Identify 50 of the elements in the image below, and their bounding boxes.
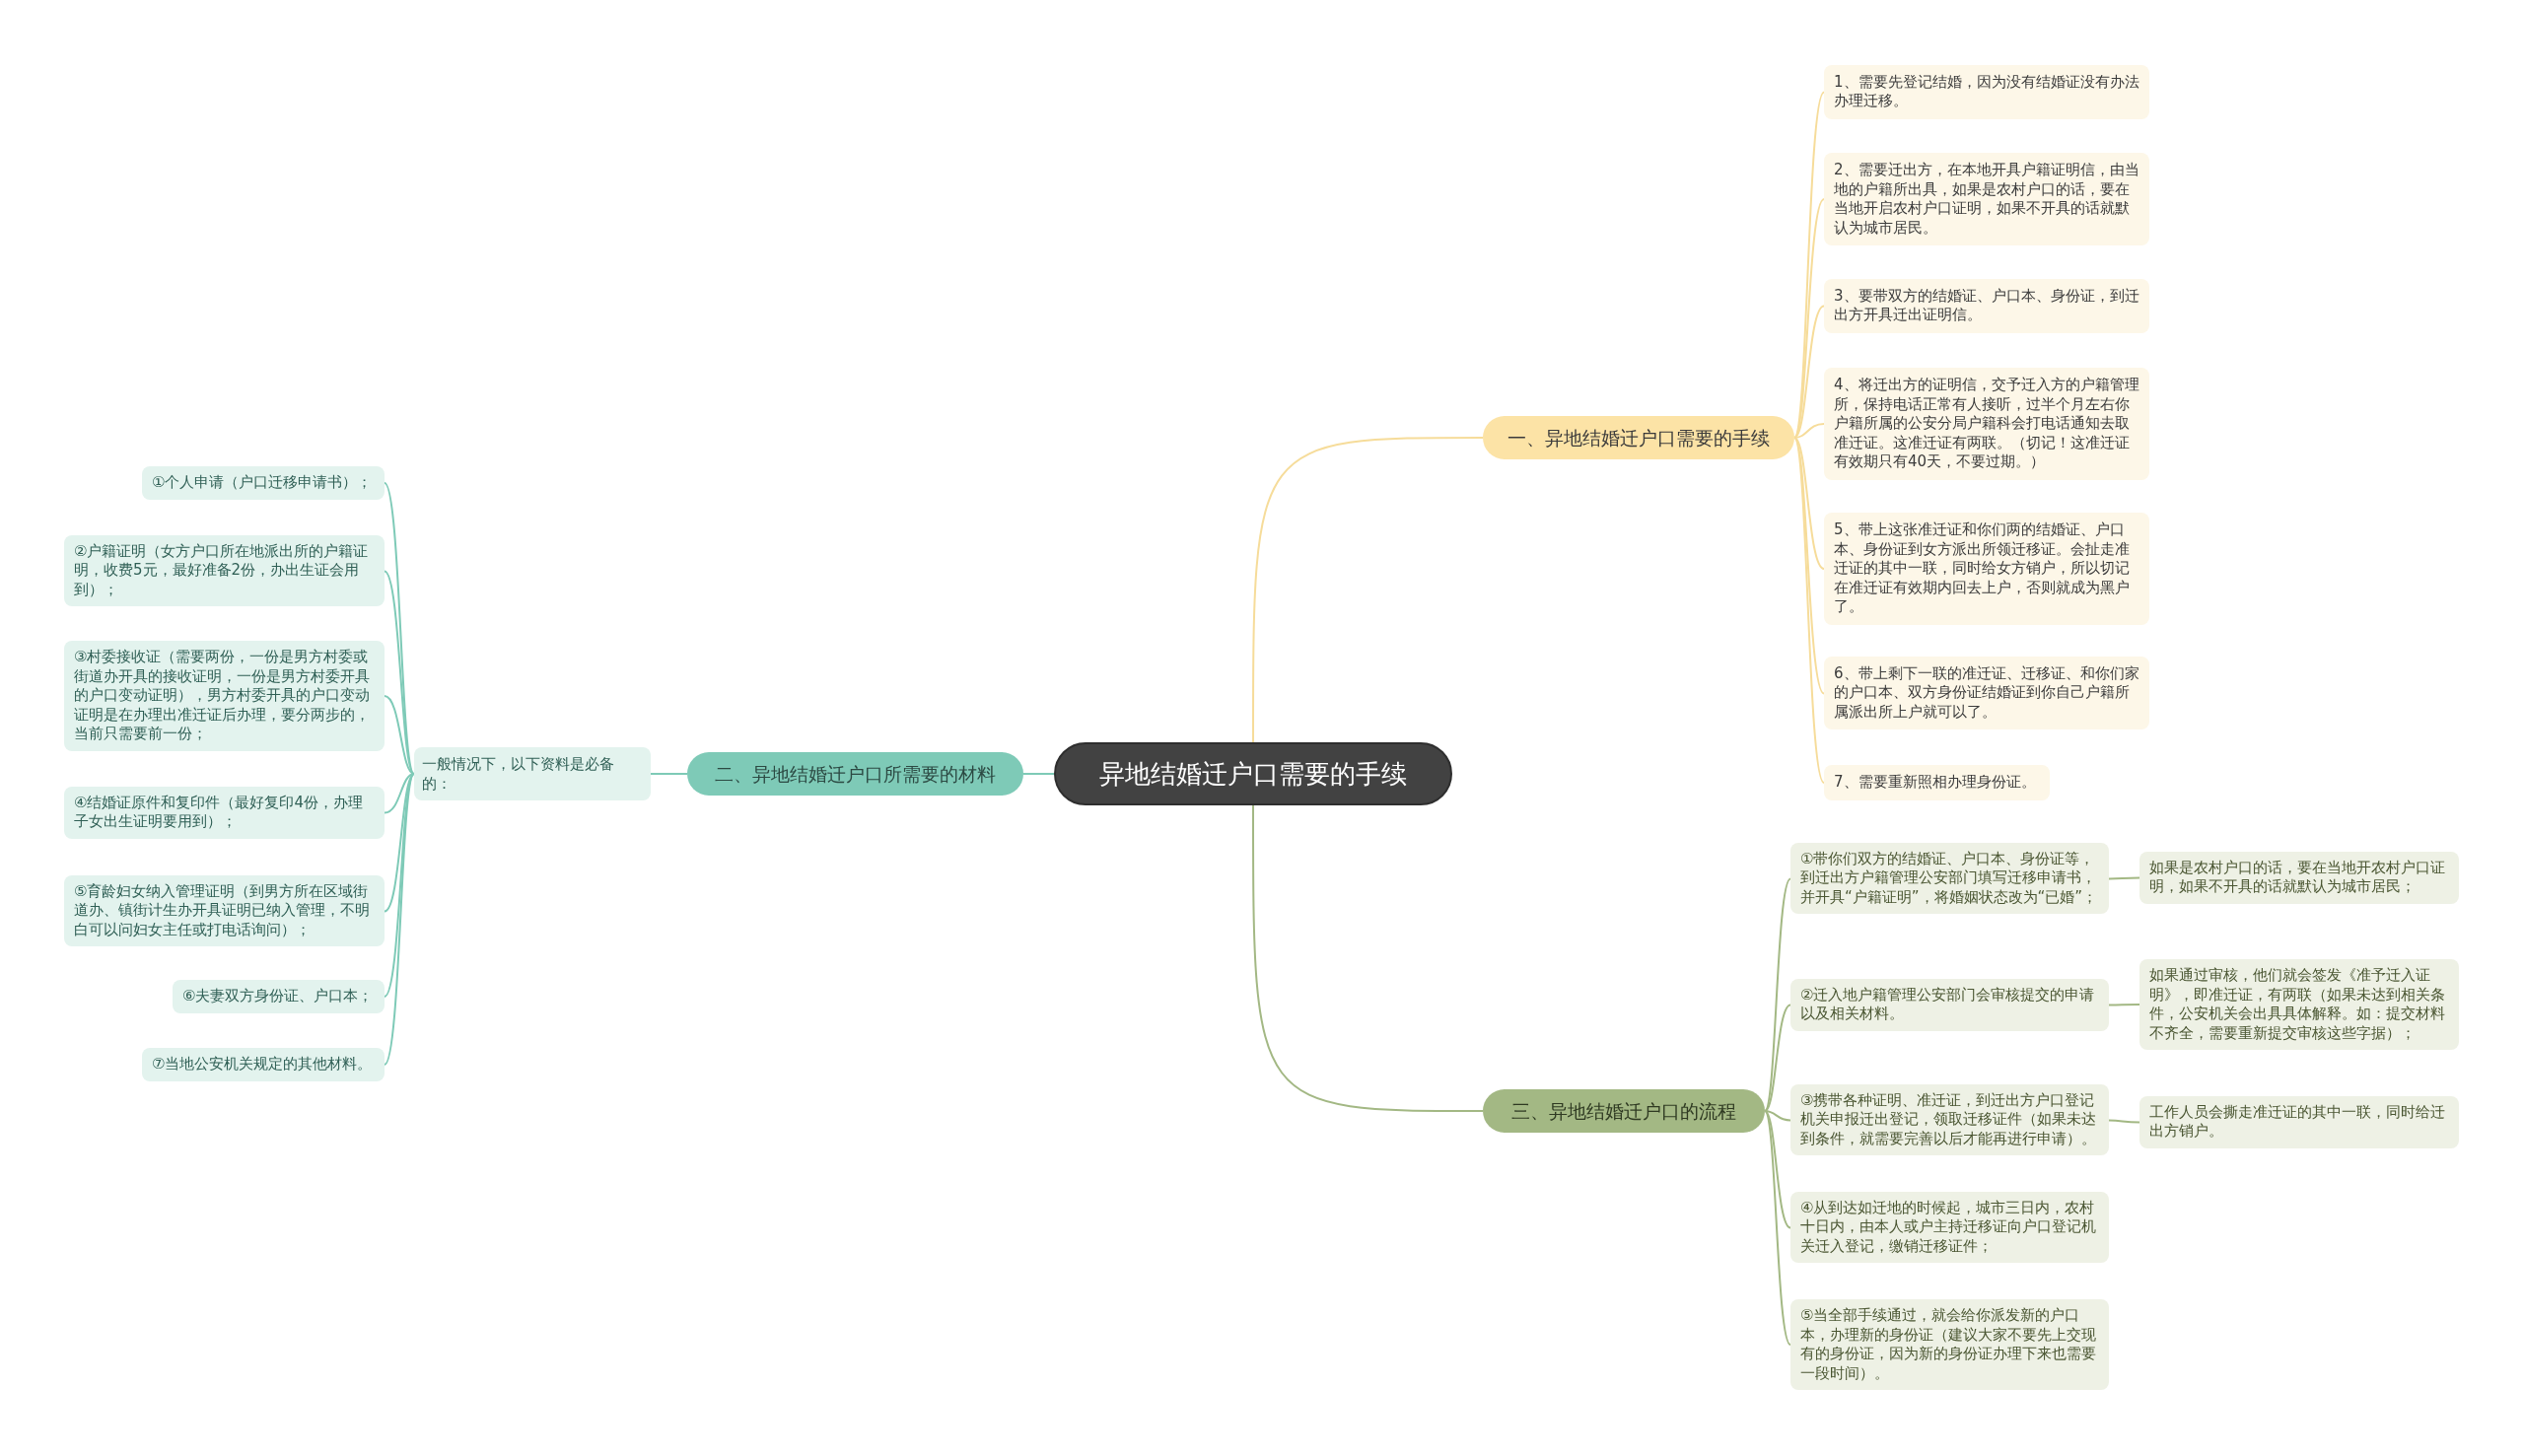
connector-line bbox=[1764, 1110, 1791, 1346]
item-box: ⑤育龄妇女纳入管理证明（到男方所在区域街道办、镇街计生办开具证明已纳入管理，不明白可以问妇女主任或打电话询问）； bbox=[64, 874, 385, 946]
connector-line bbox=[384, 482, 415, 775]
item-box: ④结婚证原件和复印件（最好复印4份，办理子女出生证明要用到）； bbox=[64, 786, 385, 839]
connector-line bbox=[1793, 305, 1825, 439]
connector-line bbox=[384, 773, 415, 998]
item-box: 工作人员会撕走准迁证的其中一联，同时给迁出方销户。 bbox=[2139, 1095, 2459, 1148]
item-box: 如果通过审核，他们就会签发《准予迁入证明》，即准迁证，有两联（如果未达到相关条件，公安机关会出具具体解释。如：提交材料不齐全，需要重新提交审核这些字据）； bbox=[2139, 959, 2459, 1050]
item-box: 1、需要先登记结婚，因为没有结婚证没有办法办理迁移。 bbox=[1824, 64, 2149, 119]
connector-line bbox=[1764, 877, 1791, 1112]
connector-line bbox=[1764, 1110, 1791, 1122]
item-box: 4、将迁出方的证明信，交予迁入方的户籍管理所，保持电话正常有人接听，过半个月左右你户籍所属的公安分局户籍科会打电话通知去取准迁证。这准迁证有两联。（切记！这准迁证有效期只有40天，不要过期。） bbox=[1824, 368, 2149, 480]
item-box: 6、带上剩下一联的准迁证、迁移证、和你们家的户口本、双方身份证结婚证到你自己户籍所属派出所上户就可以了。 bbox=[1824, 656, 2149, 729]
connector-line bbox=[384, 695, 415, 775]
connector-line bbox=[384, 773, 415, 814]
connector-line bbox=[1764, 1110, 1791, 1229]
item-box: ④从到达如迁地的时候起，城市三日内，农村十日内，由本人或户主持迁移证向户口登记机关迁入登记，缴销迁移证件； bbox=[1790, 1191, 2109, 1263]
connector-line bbox=[1793, 437, 1825, 695]
item-box: 7、需要重新照相办理身份证。 bbox=[1824, 765, 2050, 800]
connector-line bbox=[1764, 1004, 1791, 1112]
subtopic-box: 一般情况下，以下资料是必备的： bbox=[414, 747, 651, 800]
branch-topic: 三、异地结婚迁户口的流程 bbox=[1483, 1089, 1765, 1133]
connector-line bbox=[384, 773, 415, 913]
connector-line bbox=[1022, 773, 1055, 775]
root-topic: 异地结婚迁户口需要的手续 bbox=[1054, 742, 1452, 805]
connector-line bbox=[2108, 1004, 2140, 1006]
connector-line bbox=[2108, 876, 2140, 880]
item-box: ⑥夫妻双方身份证、户口本； bbox=[173, 980, 385, 1013]
connector-line bbox=[1252, 437, 1484, 743]
item-box: ②迁入地户籍管理公安部门会审核提交的申请以及相关材料。 bbox=[1790, 978, 2109, 1031]
item-box: ③村委接收证（需要两份，一份是男方村委或街道办开具的接收证明，一份是男方村委开具的户口变动证明），男方村委开具的户口变动证明是在办理出准迁证后办理，要分两步的，当前只需要前一份； bbox=[64, 641, 385, 751]
item-box: ①个人申请（户口迁移申请书）； bbox=[142, 466, 385, 500]
connector-line bbox=[2108, 1119, 2140, 1124]
item-box: ②户籍证明（女方户口所在地派出所的户籍证明，收费5元，最好准备2份，办出生证会用到）； bbox=[64, 534, 385, 606]
item-box: ⑤当全部手续通过，就会给你派发新的户口本，办理新的身份证（建议大家不要先上交现有的身份证，因为新的身份证办理下来也需要一段时间）。 bbox=[1790, 1299, 2109, 1390]
item-box: 如果是农村户口的话，要在当地开农村户口证明，如果不开具的话就默认为城市居民； bbox=[2139, 851, 2459, 904]
connector-line bbox=[1793, 437, 1825, 570]
connector-line bbox=[1252, 804, 1484, 1112]
item-box: 3、要带双方的结婚证、户口本、身份证，到迁出方开具迁出证明信。 bbox=[1824, 278, 2149, 333]
connector-line bbox=[1793, 423, 1825, 439]
connector-line bbox=[1793, 437, 1825, 784]
branch-topic: 二、异地结婚迁户口所需要的材料 bbox=[687, 752, 1023, 796]
item-box: 2、需要迁出方，在本地开具户籍证明信，由当地的户籍所出具，如果是农村户口的话，要在当地开启农村户口证明，如果不开具的话就默认为城市居民。 bbox=[1824, 153, 2149, 245]
branch-topic: 一、异地结婚迁户口需要的手续 bbox=[1483, 416, 1794, 459]
connector-line bbox=[384, 773, 415, 1066]
item-box: ①带你们双方的结婚证、户口本、身份证等，到迁出方户籍管理公安部门填写迁移申请书，并开具“户籍证明”，将婚姻状态改为“已婚”； bbox=[1790, 842, 2109, 914]
item-box: ③携带各种证明、准迁证，到迁出方户口登记机关申报迁出登记，领取迁移证件（如果未达到条件，就需要完善以后才能再进行申请）。 bbox=[1790, 1083, 2109, 1155]
connector-line bbox=[650, 773, 688, 775]
item-box: 5、带上这张准迁证和你们两的结婚证、户口本、身份证到女方派出所领迁移证。会扯走准迁证的其中一联，同时给女方销户，所以切记在准迁证有效期内回去上户，否则就成为黑户了。 bbox=[1824, 513, 2149, 625]
item-box: ⑦当地公安机关规定的其他材料。 bbox=[142, 1048, 385, 1081]
